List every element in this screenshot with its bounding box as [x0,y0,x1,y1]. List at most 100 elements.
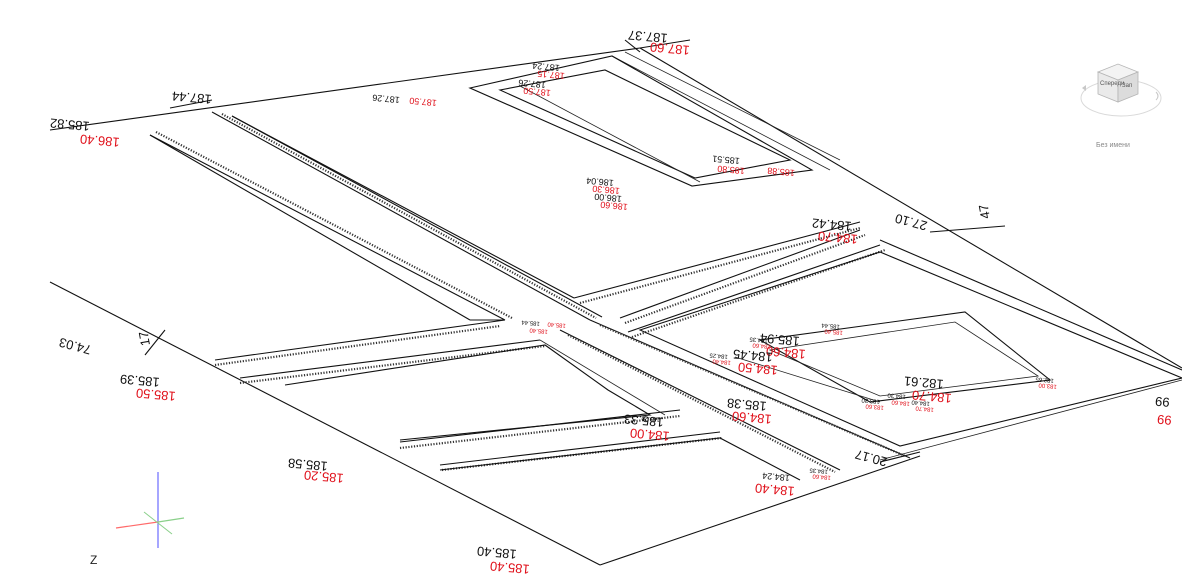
elevation-label-l20: 184.70 [817,229,858,247]
elevation-label-l35: 185.33 [623,412,664,430]
elevation-label-l32: 184.70 [911,388,952,406]
elevation-label-l28: 184.60 [765,344,806,362]
elevation-label-l05: 186.40 [79,132,120,150]
road-curb-upper [221,113,597,319]
viewcube-rotate-arrow-icon[interactable] [1155,91,1159,101]
cross-curb-3 [624,233,866,325]
elevation-label-l27: 185.94 [759,331,800,349]
elevation-label-l63: 184.60 [812,472,831,480]
plot-top-left [149,115,861,321]
building-top-inner [498,69,792,179]
dim-tick-bottom [879,451,921,463]
elevation-label-l39: 185.20 [303,468,344,486]
top-inner-offset-2 [624,51,841,161]
building-top-outer [468,55,814,187]
plot-lm-lower [439,437,801,481]
building-right [638,251,1182,447]
main-road [149,111,911,473]
viewcube-widget[interactable]: Спереди Зап [1076,50,1166,130]
elevation-label-l02: 187.60 [649,40,690,58]
ucs-y-axis-2 [143,511,173,535]
elevation-label-l03: 187.44 [171,89,212,107]
elevation-label-l18: 186.60 [600,200,628,212]
right-diagonal-boundary [639,47,1182,369]
plot-lower-middle [284,339,801,481]
elevation-label-l65: 99 [1157,412,1173,428]
dim-tick-right [929,225,1006,233]
plot-tl-curb [579,226,861,305]
elevation-label-l31: 182.61 [903,374,944,392]
elevation-label-l42: 185.40 [476,544,517,562]
elevation-label-l30: 184.50 [737,360,778,378]
ucs-icon [108,462,198,570]
dim-tick-top [624,39,641,53]
elevation-label-l10: 187.26 [372,93,400,105]
elevation-label-l09: 187.50 [523,86,551,98]
elevation-label-l38: 185.58 [287,456,328,474]
plot-left-side [149,134,471,321]
elevation-label-l14: 185.88 [767,166,795,178]
elevation-label-l25: 185.39 [119,372,160,390]
viewcube-face-label: Спереди [1100,81,1124,87]
elevation-label-l60: 184.70 [915,404,934,412]
elevation-label-l53: 182.65 [1035,375,1054,383]
top-boundary-line [49,39,691,131]
cross-edge-4 [627,244,881,333]
elevation-label-l17: 186.00 [594,192,622,204]
road2-edge-b [559,329,841,471]
viewcube-side-face[interactable] [1117,71,1139,103]
dim-tick-left [144,329,166,356]
cross-curb-1 [214,324,501,367]
dim-tick-top-left [169,99,213,109]
road2-curb-b [567,334,836,473]
elevation-label-l15: 186.04 [586,176,614,188]
elevation-label-l37: 20.17 [853,447,888,470]
right-plot-outline [638,251,1182,447]
plot-lm-edge [539,339,666,416]
boundary-lines [49,39,1182,566]
elevation-label-l45: 185.40 [547,320,566,328]
right-plot-bottom [879,379,1182,461]
elevation-label-l52: 184.40 [712,357,731,365]
cross-road [214,229,886,472]
elevation-label-l55: 183.30 [861,396,880,404]
dimension-ticks [144,39,1006,463]
building-top-ridge [519,85,701,183]
cross-edge-1 [214,319,506,361]
elevation-label-l48: 185.40 [824,327,843,335]
elevation-label-l50: 184.60 [752,341,771,349]
elevation-label-l19: 184.42 [811,216,852,234]
elevation-label-l11: 187.50 [409,96,437,108]
named-view-label[interactable]: Без имени [1096,142,1130,149]
elevation-label-l23: 17 [136,330,153,347]
building-top [468,55,814,187]
road-curb-lower [155,131,513,319]
elevation-label-l51: 184.25 [709,351,728,359]
elevation-label-l22: 47 [976,203,993,220]
cross-edge-2 [239,339,541,379]
elevation-label-l13: 185.80 [717,164,745,176]
road-edge-upper [211,111,591,321]
building-right-inner [768,321,1040,397]
elevation-label-l40: 184.24 [762,471,790,483]
left-lower-boundary [49,281,601,566]
right-plot-edge [879,239,1182,371]
elevation-label-l41: 184.40 [754,481,795,499]
cross-curb-2 [239,344,546,385]
elevation-labels: 187.37187.60187.44185.82186.40187.24187.… [49,28,1172,576]
road-edge-upper-inner [231,115,603,318]
viewcube-left-arrow-icon[interactable] [1082,85,1086,91]
ucs-axis-label: Z [90,553,98,567]
ucs-x-axis [115,521,159,529]
elevation-label-l33: 185.38 [726,396,767,414]
elevation-label-l29: 184.45 [732,347,773,365]
elevation-label-l62: 184.35 [809,466,828,474]
cross-curb-5 [399,414,681,450]
elevation-label-l43: 185.40 [489,559,530,576]
elevation-label-l49: 184.35 [749,335,768,343]
elevation-label-l47: 185.44 [821,321,840,329]
elevation-label-l59: 184.40 [911,398,930,406]
elevation-label-l36: 184.00 [629,426,670,444]
